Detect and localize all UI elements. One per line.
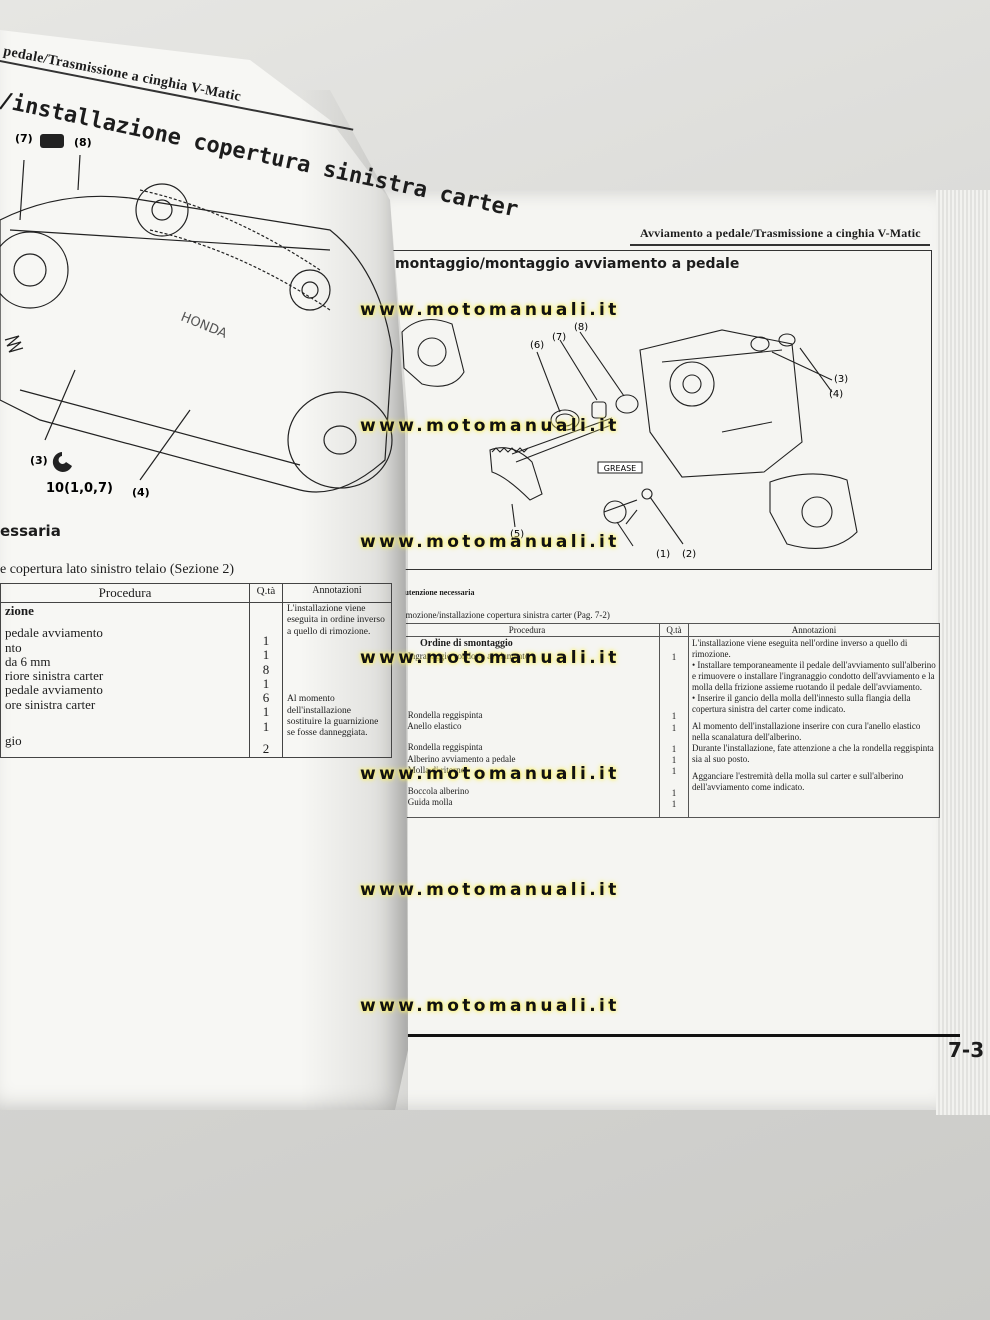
note: L'installazione viene eseguita in ordine…	[287, 604, 385, 637]
note: • Installare temporaneamente il pedale d…	[692, 659, 936, 692]
table-row: 7) Boccola alberino	[398, 786, 469, 796]
table-row: da 6 mm	[5, 653, 51, 669]
left-cover-diagram: HONDA (7) (8) (3) (4) 10(1,0,7)	[0, 132, 393, 499]
right-procedure-table: Procedura Q.tà Annotazioni Ordine di smo…	[394, 623, 940, 818]
table-row: 4) Rondella reggispinta	[398, 742, 483, 753]
watermark: www.motomanuali.it	[360, 300, 620, 320]
col-annotazioni: Annotazioni	[688, 623, 940, 637]
watermark: www.motomanuali.it	[360, 648, 620, 668]
callout-8: (8)	[574, 322, 588, 333]
footer-rule	[400, 1034, 960, 1037]
procedure-group: zione	[5, 603, 34, 618]
right-subtext: Rimozione/installazione copertura sinist…	[397, 610, 610, 620]
left-procedure-table: Procedura Q.tà Annotazioni zione pedale …	[0, 583, 392, 759]
table-row: pedale avviamento	[5, 682, 103, 698]
col-qta: Q.tà	[659, 623, 689, 637]
callout-3: (3)	[834, 374, 848, 385]
col-procedura: Procedura	[0, 583, 250, 603]
table-row: 3) Anello elastico	[398, 721, 462, 731]
callout-4: (4)	[829, 389, 843, 400]
callout-8: (8)	[74, 136, 92, 149]
table-row: gio	[5, 733, 22, 749]
table-row: pedale avviamento	[5, 625, 103, 641]
watermark: www.motomanuali.it	[360, 532, 620, 552]
callout-7: (7)	[15, 132, 33, 145]
table-row: 2) Rondella reggispinta	[398, 709, 483, 720]
watermark: www.motomanuali.it	[360, 764, 620, 784]
right-page-header: Avviamento a pedale/Trasmissione a cingh…	[640, 226, 921, 240]
note: Agganciare l'estremità della molla sul c…	[692, 770, 904, 792]
col-annotazioni: Annotazioni	[282, 583, 392, 603]
torque-wrench-icon	[52, 452, 72, 472]
watermark: www.motomanuali.it	[360, 416, 620, 436]
callout-2: (2)	[682, 549, 696, 560]
col-procedura: Procedura	[394, 623, 660, 637]
watermark: www.motomanuali.it	[360, 996, 620, 1016]
right-page-title: montaggio/montaggio avviamento a pedale	[395, 256, 740, 272]
page-number: 7-3	[948, 1038, 985, 1062]
torque-value: 10(1,0,7)	[46, 481, 113, 496]
table-row: 8) Guida molla	[398, 797, 453, 808]
procedure-group: Ordine di smontaggio	[420, 638, 513, 649]
svg-text:HONDA: HONDA	[179, 310, 230, 342]
callout-4: (4)	[132, 486, 150, 499]
left-section-heading: essaria	[0, 522, 61, 540]
right-section-heading: nutenzione necessaria	[400, 588, 475, 597]
note: L'installazione viene eseguita nell'ordi…	[692, 638, 908, 659]
note: Durante l'installazione, fate attenzione…	[692, 742, 934, 764]
watermark: www.motomanuali.it	[360, 880, 620, 900]
note: • Inserire il gancio della molla dell'in…	[692, 692, 911, 714]
note: Al momento dell'installazione sostituire…	[287, 694, 379, 739]
callout-1: (1)	[656, 549, 670, 560]
callout-7: (7)	[552, 332, 566, 343]
grease-label: GREASE	[604, 464, 636, 473]
header-rule	[630, 244, 930, 246]
kickstart-exploded-diagram: GREASE (6) (7) (8) (3) (4) (5) (1) (2)	[401, 318, 858, 560]
table-row: ore sinistra carter	[5, 696, 96, 712]
note: Al momento dell'installazione inserire c…	[692, 720, 921, 742]
page-stack-edge	[936, 190, 990, 1115]
table-row: nto	[5, 639, 22, 655]
left-subtext: e copertura lato sinistro telaio (Sezion…	[0, 562, 235, 577]
callout-6: (6)	[530, 340, 544, 351]
col-qta: Q.tà	[249, 583, 283, 603]
table-row: riore sinistra carter	[5, 668, 104, 684]
callout-3: (3)	[30, 454, 48, 467]
callout-5: (5)	[510, 529, 524, 540]
